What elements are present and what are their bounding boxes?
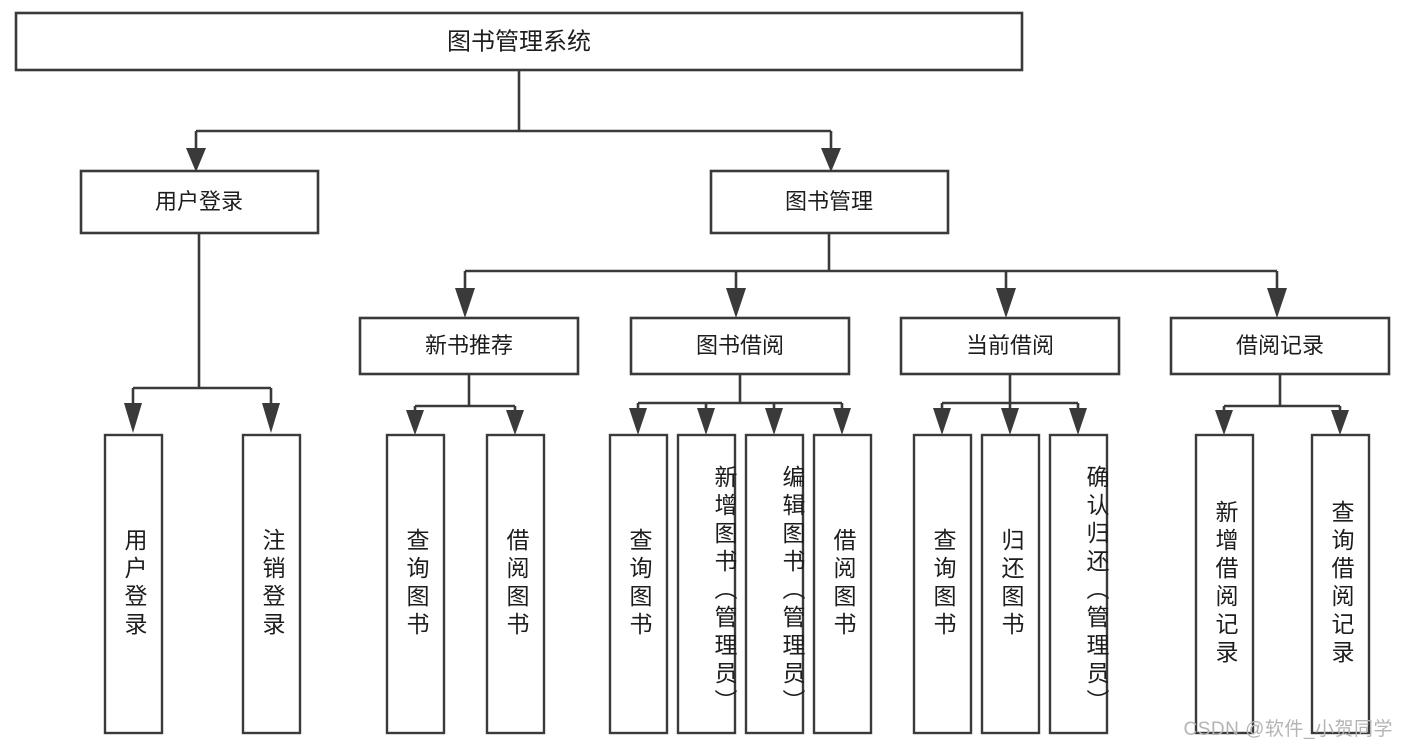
leaf-query-record-box[interactable] [1310, 433, 1371, 735]
leaf-confirm-return-box[interactable] [1048, 433, 1109, 735]
leaf-query-book-2-label: 查询图书 [626, 528, 652, 640]
arrow-to-leaf-confirm-return [1069, 408, 1087, 435]
leaf-return-book-label: 归还图书 [998, 528, 1024, 640]
node-root[interactable]: 图书管理系统 [14, 11, 1024, 72]
node-current-borrow[interactable]: 当前借阅 [899, 316, 1121, 376]
arrow-to-book-borrow [726, 288, 746, 318]
arrow-to-leaf-query-record [1331, 410, 1349, 435]
leaf-add-record-box[interactable] [1194, 433, 1255, 735]
leaf-query-book-1-box[interactable] [385, 433, 446, 735]
node-user-login-label: 用户登录 [155, 189, 243, 214]
node-borrow-record-label: 借阅记录 [1236, 333, 1324, 358]
leaf-borrow-book-2-box[interactable] [812, 433, 873, 735]
leaf-query-book-3-box[interactable] [912, 433, 973, 735]
arrow-to-leaf-return-book [1001, 408, 1019, 435]
leaf-borrow-book-1-label: 借阅图书 [503, 528, 529, 640]
arrow-to-leaf-query-book-1 [406, 410, 424, 435]
leaf-edit-book-box[interactable] [744, 433, 805, 735]
node-current-borrow-box[interactable] [899, 316, 1121, 376]
node-borrow-record[interactable]: 借阅记录 [1169, 316, 1391, 376]
node-borrow-record-box[interactable] [1169, 316, 1391, 376]
arrow-to-leaf-user-login [124, 403, 142, 433]
leaf-return-book-box[interactable] [980, 433, 1041, 735]
leaf-query-record-label: 查询借阅记录 [1328, 500, 1354, 668]
arrow-to-current-borrow [996, 288, 1016, 318]
node-book-borrow-box[interactable] [629, 316, 851, 376]
leaf-borrow-book-2-label: 借阅图书 [830, 528, 856, 640]
leaf-add-book-box[interactable] [676, 433, 737, 735]
leaf-box-group [103, 433, 1371, 735]
node-current-borrow-label: 当前借阅 [966, 333, 1054, 358]
arrow-to-leaf-query-book-2 [629, 408, 647, 435]
node-new-book-recommend-box[interactable] [358, 316, 580, 376]
arrow-to-leaf-edit-book [765, 408, 783, 435]
node-user-login-box[interactable] [79, 169, 320, 235]
node-book-manage[interactable]: 图书管理 [709, 169, 950, 235]
node-root-box[interactable] [14, 11, 1024, 72]
node-new-book-recommend[interactable]: 新书推荐 [358, 316, 580, 376]
leaf-user-logout-label: 注销登录 [259, 528, 285, 640]
node-user-login[interactable]: 用户登录 [79, 169, 320, 235]
arrow-to-leaf-query-book-3 [933, 408, 951, 435]
node-book-manage-label: 图书管理 [785, 189, 873, 214]
arrow-to-new-book-recommend [455, 288, 475, 318]
leaf-add-book-label: 新增图书（管理员） [711, 465, 737, 717]
leaf-edit-book-label: 编辑图书（管理员） [779, 465, 805, 717]
leaf-query-book-3-label: 查询图书 [930, 528, 956, 640]
leaf-query-book-2-box[interactable] [608, 433, 669, 735]
leaf-confirm-return-label: 确认归还（管理员） [1083, 465, 1109, 717]
edge-group [124, 70, 1349, 435]
arrow-root-to-user-login [186, 148, 206, 172]
node-root-label: 图书管理系统 [447, 28, 591, 55]
arrow-to-leaf-add-record [1215, 410, 1233, 435]
leaf-query-book-1-label: 查询图书 [403, 528, 429, 640]
node-book-manage-box[interactable] [709, 169, 950, 235]
arrow-to-leaf-user-logout [262, 403, 280, 433]
arrow-to-borrow-record [1267, 288, 1287, 318]
leaf-user-login-box[interactable] [103, 433, 164, 735]
leaf-user-login-label: 用户登录 [121, 528, 147, 640]
arrow-root-to-book-manage [821, 148, 841, 172]
arrow-to-leaf-add-book [697, 408, 715, 435]
arrow-to-leaf-borrow-book-1 [506, 410, 524, 435]
node-book-borrow[interactable]: 图书借阅 [629, 316, 851, 376]
leaf-user-logout-box[interactable] [241, 433, 302, 735]
arrow-to-leaf-borrow-book-2 [833, 408, 851, 435]
leaf-borrow-book-1-box[interactable] [485, 433, 546, 735]
leaf-add-record-label: 新增借阅记录 [1212, 500, 1238, 668]
node-book-borrow-label: 图书借阅 [696, 333, 784, 358]
node-new-book-recommend-label: 新书推荐 [425, 333, 513, 358]
